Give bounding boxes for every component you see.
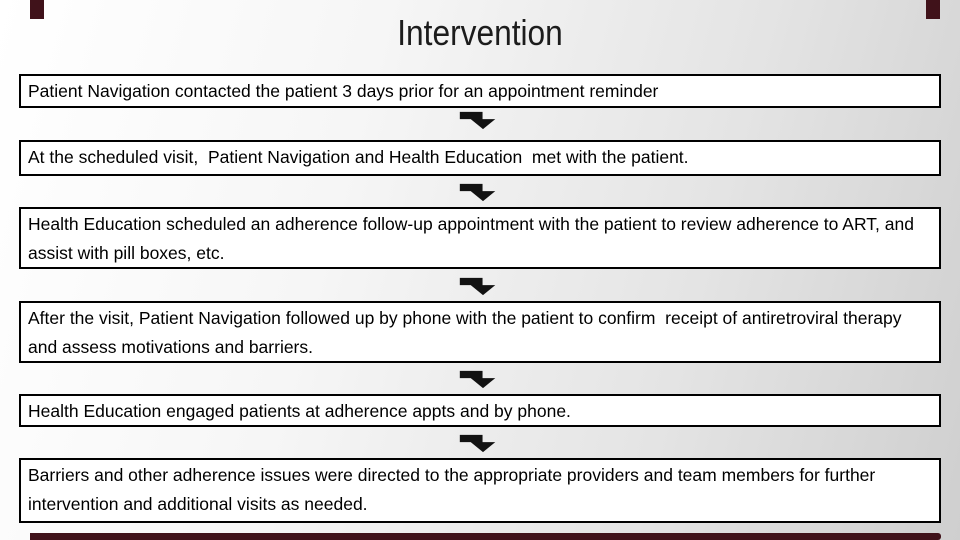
slide-title: Intervention: [397, 12, 563, 53]
flow-step-box-3: Health Education scheduled an adherence …: [19, 207, 941, 269]
bent-down-arrow-icon: [457, 182, 499, 202]
flow-step-text-4: After the visit, Patient Navigation foll…: [28, 308, 907, 357]
frame-mark-top-right: [926, 0, 940, 19]
flow-step-box-2: At the scheduled visit, Patient Navigati…: [19, 140, 941, 176]
frame-bar-bottom: [30, 533, 941, 540]
frame-mark-top-left: [30, 0, 44, 19]
flow-step-text-2: At the scheduled visit, Patient Navigati…: [28, 147, 689, 167]
flow-step-box-6: Barriers and other adherence issues were…: [19, 458, 941, 523]
flow-step-box-5: Health Education engaged patients at adh…: [19, 394, 941, 427]
flow-step-box-1: Patient Navigation contacted the patient…: [19, 74, 941, 108]
bent-down-arrow-icon: [457, 369, 499, 389]
flow-step-text-3: Health Education scheduled an adherence …: [28, 214, 919, 263]
bent-down-arrow-icon: [457, 433, 499, 453]
flow-step-text-5: Health Education engaged patients at adh…: [28, 401, 571, 421]
bent-down-arrow-icon: [457, 110, 499, 130]
flow-step-box-4: After the visit, Patient Navigation foll…: [19, 301, 941, 363]
flow-step-text-1: Patient Navigation contacted the patient…: [28, 81, 659, 101]
bent-down-arrow-icon: [457, 276, 499, 296]
flow-step-text-6: Barriers and other adherence issues were…: [28, 465, 881, 514]
